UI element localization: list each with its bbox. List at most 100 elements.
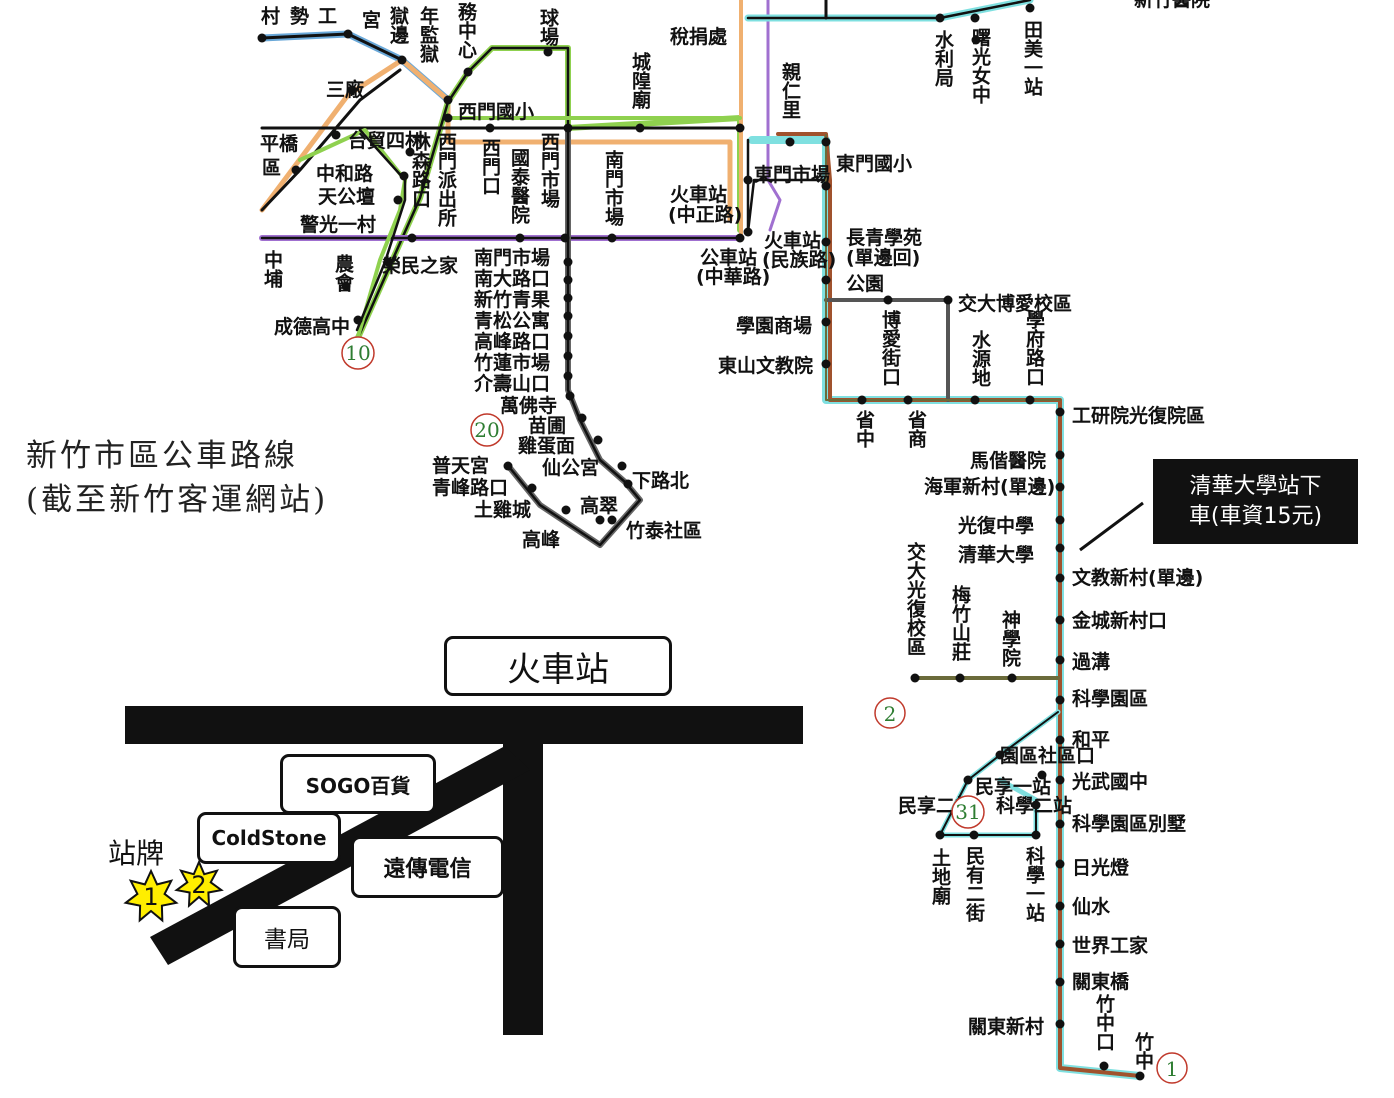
stop-marker xyxy=(1055,735,1065,745)
station-label: 高峰 xyxy=(522,528,561,551)
stop-marker xyxy=(1037,770,1047,780)
info-box-line2: 車(車資15元) xyxy=(1188,503,1323,529)
stop-marker xyxy=(291,165,301,175)
stop-marker xyxy=(331,130,341,140)
stop-marker xyxy=(503,461,513,471)
stop-marker xyxy=(257,33,267,43)
station-label: (單邊回) xyxy=(846,246,920,269)
station-label: 園區社區口 xyxy=(1000,744,1095,767)
station-label: 交大博愛校區 xyxy=(958,292,1072,315)
station-label: 工 xyxy=(315,6,337,25)
fareastone-label: 遠傳電信 xyxy=(383,857,472,882)
station-label: 球場 xyxy=(537,7,559,47)
station-label: 三廠 xyxy=(326,78,365,101)
stop-marker xyxy=(1055,695,1065,705)
station-label: 東門市場 xyxy=(754,163,830,186)
station-labels: 村 勢 工 宮 獄邊 年監獄 務中心 球場 稅捐處 親仁里 水利局 曙光女中 田… xyxy=(258,0,1210,1071)
station-label: 省中 xyxy=(853,410,876,449)
stop-marker xyxy=(821,317,831,327)
stop-marker xyxy=(943,295,953,305)
stop-marker xyxy=(743,175,753,185)
station-label: (中正路) xyxy=(668,203,742,226)
route-1-badge: 1 xyxy=(1156,1052,1188,1084)
station-label: 光復中學 xyxy=(957,514,1034,537)
stop-marker xyxy=(1055,1019,1065,1029)
station-label: 科學二站 xyxy=(996,794,1072,817)
stop-marker xyxy=(543,47,553,57)
stop-marker xyxy=(593,435,603,445)
station-label: 日光燈 xyxy=(1072,856,1130,879)
station-label: 世界工家 xyxy=(1072,934,1149,957)
stop-marker xyxy=(595,515,605,525)
route-31-badge: 31 xyxy=(951,795,985,829)
stop-marker xyxy=(785,137,795,147)
station-label: 西門國小 xyxy=(458,101,534,123)
stop-marker xyxy=(1099,1061,1109,1071)
station-label: 台貿四村 xyxy=(348,129,424,152)
stop-marker xyxy=(1055,407,1065,417)
station-label: 西門派出所 xyxy=(435,132,457,228)
stop-marker xyxy=(1031,830,1041,840)
station-label: 民享一站 xyxy=(975,775,1051,798)
stop-marker xyxy=(563,351,573,361)
station-label: 關東新村 xyxy=(968,1015,1044,1038)
station-label: 金城新村口 xyxy=(1071,609,1167,632)
stop-marker xyxy=(1055,482,1065,492)
station-label: 普天宮 xyxy=(432,454,489,477)
station-label: 竹蓮市場 xyxy=(473,351,550,374)
station-label: 過溝 xyxy=(1072,650,1110,673)
station-label: (民族路) xyxy=(762,248,836,271)
station-label: 文教新村(單邊) xyxy=(1072,566,1203,589)
stop-marker xyxy=(857,395,867,405)
station-label: 勢 xyxy=(287,5,309,25)
station-label: 獄邊 xyxy=(387,5,410,45)
info-box-line1: 清華大學站下 xyxy=(1189,473,1322,499)
svg-text:1: 1 xyxy=(1166,1057,1179,1081)
station-label: 土雞城 xyxy=(474,498,531,521)
stop-marker xyxy=(1055,573,1065,583)
stop-marker xyxy=(343,29,353,39)
station-label: 關東橋 xyxy=(1072,970,1130,993)
bus-stop-star-2[interactable]: 2 xyxy=(174,859,224,908)
stop-marker xyxy=(1055,515,1065,525)
svg-text:31: 31 xyxy=(955,800,980,824)
station-label: 竹中口 xyxy=(1093,993,1116,1051)
station-label: 新竹醫院 xyxy=(1134,0,1210,11)
station-label: 火車站 xyxy=(764,229,821,252)
fareastone-box: 遠傳電信 xyxy=(351,836,504,898)
stop-marker xyxy=(735,123,745,133)
station-label: 親仁里 xyxy=(779,61,801,119)
station-label: 南門市場 xyxy=(602,150,624,227)
road-vertical xyxy=(503,740,543,1035)
station-label: 火車站 xyxy=(670,183,727,206)
route-line-purple xyxy=(766,0,782,232)
stop-marker xyxy=(563,371,573,381)
stop-marker xyxy=(963,775,973,785)
station-label: 高翠 xyxy=(580,494,618,517)
station-label: 東山文教院 xyxy=(718,354,813,377)
map-title-line2: (截至新竹客運網站) xyxy=(26,482,329,518)
stop-marker xyxy=(903,395,913,405)
stop-marker xyxy=(821,359,831,369)
station-label: 民有二街 xyxy=(963,846,986,923)
station-label: 稅捐處 xyxy=(670,25,728,48)
route-10-badge: 10 xyxy=(341,336,375,370)
station-label: 科學園區 xyxy=(1072,687,1148,710)
svg-text:10: 10 xyxy=(345,341,370,365)
stop-marker xyxy=(577,413,587,423)
train-station-label: 火車站 xyxy=(507,649,609,690)
stop-marker xyxy=(463,67,473,77)
station-label: 竹中 xyxy=(1132,1031,1155,1071)
stop-markers xyxy=(257,3,1145,1081)
station-label: 下路北 xyxy=(632,469,689,492)
bus-stop-star-1[interactable]: 1 xyxy=(123,868,179,923)
station-label: (中華路) xyxy=(696,265,770,288)
stop-marker xyxy=(1055,859,1065,869)
station-label: 村 xyxy=(258,5,280,25)
station-label: 曙光女中 xyxy=(969,28,992,105)
stop-marker xyxy=(821,237,831,247)
stop-marker xyxy=(617,461,627,471)
station-label: 馬偕醫院 xyxy=(970,449,1046,472)
route-20-badge: 20 xyxy=(470,413,504,447)
route-line-west-green-2 xyxy=(298,128,407,342)
